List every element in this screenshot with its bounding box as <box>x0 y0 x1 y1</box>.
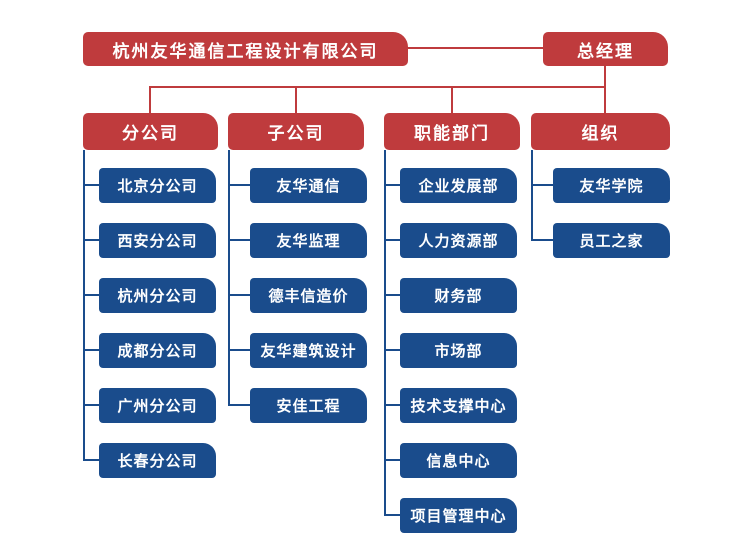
org-node-dept-enterprise-development: 企业发展部 <box>400 168 517 203</box>
org-node-category-subsidiaries: 子公司 <box>228 113 364 150</box>
connector-stub <box>384 514 400 516</box>
connector-column-departments-vertical <box>384 150 386 516</box>
org-node-subsidiary-youhua-supervision: 友华监理 <box>250 223 367 258</box>
org-node-branch-beijing: 北京分公司 <box>99 168 216 203</box>
connector-gm-drop <box>604 66 606 114</box>
org-node-branch-chengdu: 成都分公司 <box>99 333 216 368</box>
connector-stub <box>228 404 250 406</box>
org-node-company: 杭州友华通信工程设计有限公司 <box>83 32 408 66</box>
org-node-subsidiary-defengxin: 德丰信造价 <box>250 278 367 313</box>
connector-stub <box>384 184 400 186</box>
connector-stub <box>384 459 400 461</box>
connector-column-branches-vertical <box>83 150 85 461</box>
connector-drop-branches <box>149 86 151 114</box>
connector-stub <box>83 349 99 351</box>
org-node-category-organization: 组织 <box>531 113 670 150</box>
connector-stub <box>531 239 553 241</box>
org-node-branch-hangzhou: 杭州分公司 <box>99 278 216 313</box>
org-node-dept-information-center: 信息中心 <box>400 443 517 478</box>
connector-stub <box>384 349 400 351</box>
connector-stub <box>384 239 400 241</box>
connector-branch-horizontal <box>149 86 606 88</box>
connector-stub <box>83 459 99 461</box>
connector-column-organization-vertical <box>531 150 533 241</box>
org-node-org-staff-home: 员工之家 <box>553 223 670 258</box>
connector-stub <box>228 349 250 351</box>
org-node-dept-project-management: 项目管理中心 <box>400 498 517 533</box>
org-node-dept-human-resources: 人力资源部 <box>400 223 517 258</box>
connector-stub <box>83 404 99 406</box>
connector-company-to-gm <box>408 47 543 49</box>
connector-stub <box>83 294 99 296</box>
connector-drop-departments <box>451 86 453 114</box>
org-node-branch-xian: 西安分公司 <box>99 223 216 258</box>
org-node-subsidiary-anjia: 安佳工程 <box>250 388 367 423</box>
org-node-category-branches: 分公司 <box>83 113 218 150</box>
connector-stub <box>228 294 250 296</box>
connector-drop-subsidiaries <box>295 86 297 114</box>
connector-stub <box>83 184 99 186</box>
org-node-general-manager: 总经理 <box>543 32 668 66</box>
org-node-subsidiary-youhua-comm: 友华通信 <box>250 168 367 203</box>
org-node-dept-tech-support: 技术支撑中心 <box>400 388 517 423</box>
connector-stub <box>531 184 553 186</box>
connector-column-subsidiaries-vertical <box>228 150 230 406</box>
connector-stub <box>228 239 250 241</box>
connector-stub <box>384 404 400 406</box>
org-node-subsidiary-youhua-architecture: 友华建筑设计 <box>250 333 367 368</box>
connector-stub <box>228 184 250 186</box>
org-node-branch-changchun: 长春分公司 <box>99 443 216 478</box>
org-node-category-departments: 职能部门 <box>384 113 520 150</box>
connector-stub <box>83 239 99 241</box>
org-node-dept-marketing: 市场部 <box>400 333 517 368</box>
org-node-org-youhua-academy: 友华学院 <box>553 168 670 203</box>
org-node-dept-finance: 财务部 <box>400 278 517 313</box>
org-node-branch-guangzhou: 广州分公司 <box>99 388 216 423</box>
connector-stub <box>384 294 400 296</box>
